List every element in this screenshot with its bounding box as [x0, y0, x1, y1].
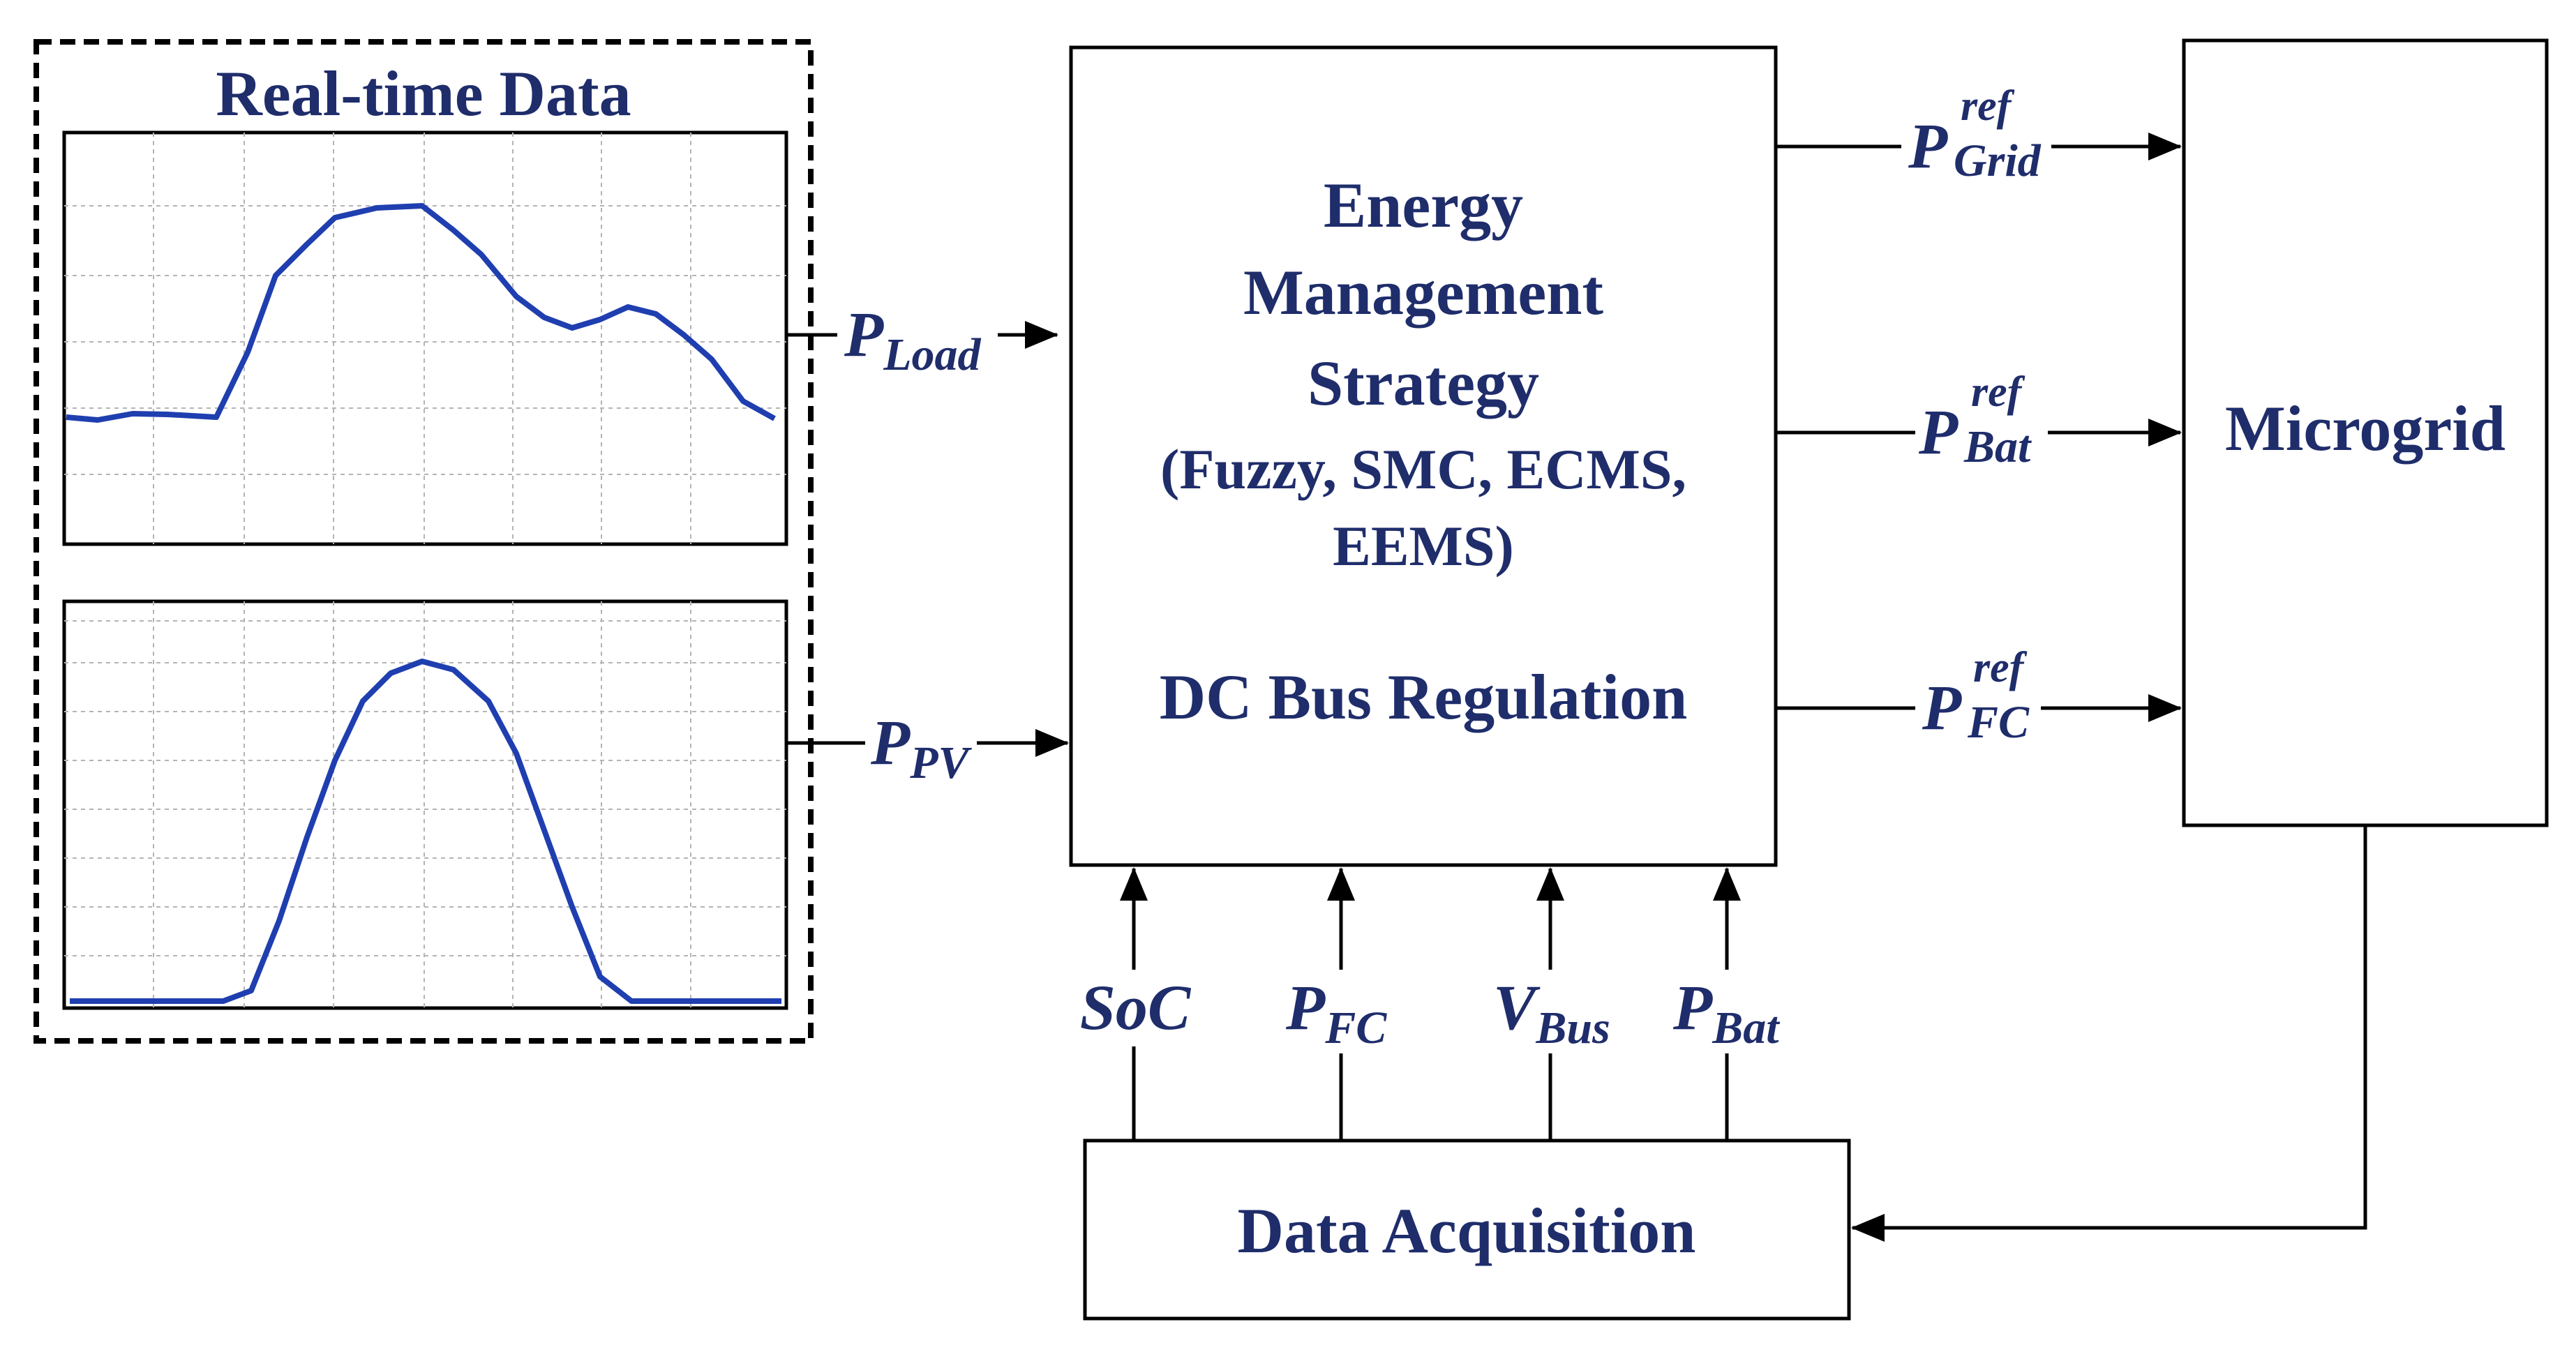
pv-curve	[70, 659, 781, 1004]
signal-v-bus: VBus	[1493, 972, 1610, 1053]
microgrid-to-daq-arrow	[1851, 825, 2367, 1242]
load-chart-grid	[64, 133, 786, 544]
ems-line-5: EEMS)	[1333, 514, 1514, 578]
load-curve	[66, 203, 776, 423]
signal-soc: SoC	[1080, 972, 1192, 1043]
realtime-data-panel	[33, 39, 814, 1044]
ems-block	[1069, 45, 1778, 867]
ems-line-2: Management	[1243, 257, 1603, 328]
data-acquisition-block	[1083, 1139, 1851, 1321]
pv-profile-chart	[62, 599, 788, 1010]
ems-line-1: Energy	[1324, 170, 1523, 241]
ems-line-3: Strategy	[1308, 347, 1539, 419]
signal-p-bat: PBat	[1672, 972, 1780, 1053]
ems-line-6: DC Bus Regulation	[1160, 661, 1688, 733]
realtime-data-title: Real-time Data	[216, 58, 631, 129]
signal-p-pv: PPV	[870, 707, 973, 788]
data-acquisition-label: Data Acquisition	[1238, 1195, 1696, 1266]
signal-p-load: PLoad	[844, 299, 982, 380]
signal-p-fc: PFC	[1285, 972, 1387, 1053]
microgrid-label: Microgrid	[2225, 393, 2506, 464]
ems-line-4: (Fuzzy, SMC, ECMS,	[1160, 437, 1686, 501]
microgrid-block	[2182, 38, 2549, 827]
load-profile-chart	[62, 130, 788, 546]
